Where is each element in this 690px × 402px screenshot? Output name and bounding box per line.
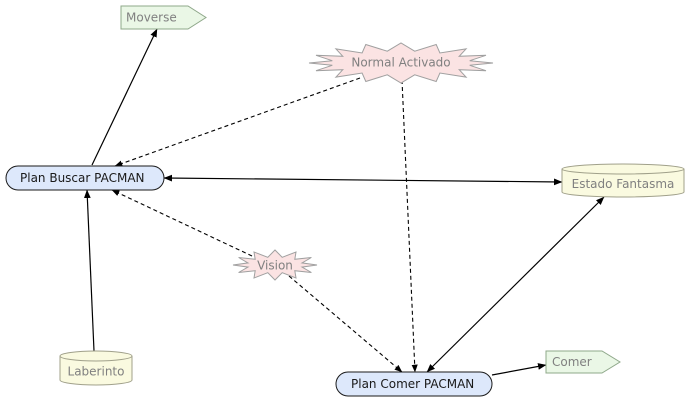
edges-layer (83, 28, 605, 376)
node-estado-fantasma[interactable]: Estado Fantasma (561, 163, 685, 198)
node-plan-buscar-label: Plan Buscar PACMAN (20, 171, 145, 185)
belief-cylinder-top (59, 350, 133, 362)
edge-plan-comer-to-estado-fantasma (426, 196, 605, 373)
action-shape (120, 5, 207, 30)
edge-vision-to-plan-buscar (111, 189, 253, 257)
node-comer[interactable]: Comer (545, 350, 621, 374)
node-estado-fantasma-label: Estado Fantasma (572, 177, 675, 191)
edge-plan-comer-to-comer (491, 363, 547, 376)
node-moverse-label: Moverse (126, 11, 177, 25)
belief-cylinder-top (561, 163, 685, 175)
node-moverse[interactable]: Moverse (120, 5, 207, 30)
node-normal-activado[interactable]: Normal Activado (308, 42, 494, 84)
edge-vision-to-plan-comer (288, 275, 403, 373)
edge-plan-buscar-to-estado-fantasma (163, 174, 563, 186)
node-laberinto-label: Laberinto (68, 365, 125, 379)
belief-cylinder-body (561, 169, 685, 198)
edge-plan-buscar-to-moverse (91, 28, 158, 166)
node-plan-buscar[interactable]: Plan Buscar PACMAN (5, 165, 165, 191)
node-normal-activado-label: Normal Activado (351, 56, 450, 70)
edge-normal-activado-to-plan-comer (401, 79, 418, 373)
edge-normal-activado-to-plan-buscar (114, 77, 361, 167)
node-comer-label: Comer (552, 355, 592, 369)
node-laberinto[interactable]: Laberinto (59, 350, 133, 386)
plan-shape (335, 371, 493, 397)
action-shape (545, 350, 621, 374)
node-plan-comer-label: Plan Comer PACMAN (351, 377, 474, 391)
node-vision-label: Vision (257, 259, 293, 273)
event-burst-shape (232, 249, 318, 281)
node-plan-comer[interactable]: Plan Comer PACMAN (335, 371, 493, 397)
plan-shape (5, 165, 165, 191)
edge-laberinto-to-plan-buscar (83, 189, 95, 352)
belief-cylinder-body (59, 356, 133, 386)
node-vision[interactable]: Vision (232, 249, 318, 281)
event-burst-shape (308, 42, 494, 84)
